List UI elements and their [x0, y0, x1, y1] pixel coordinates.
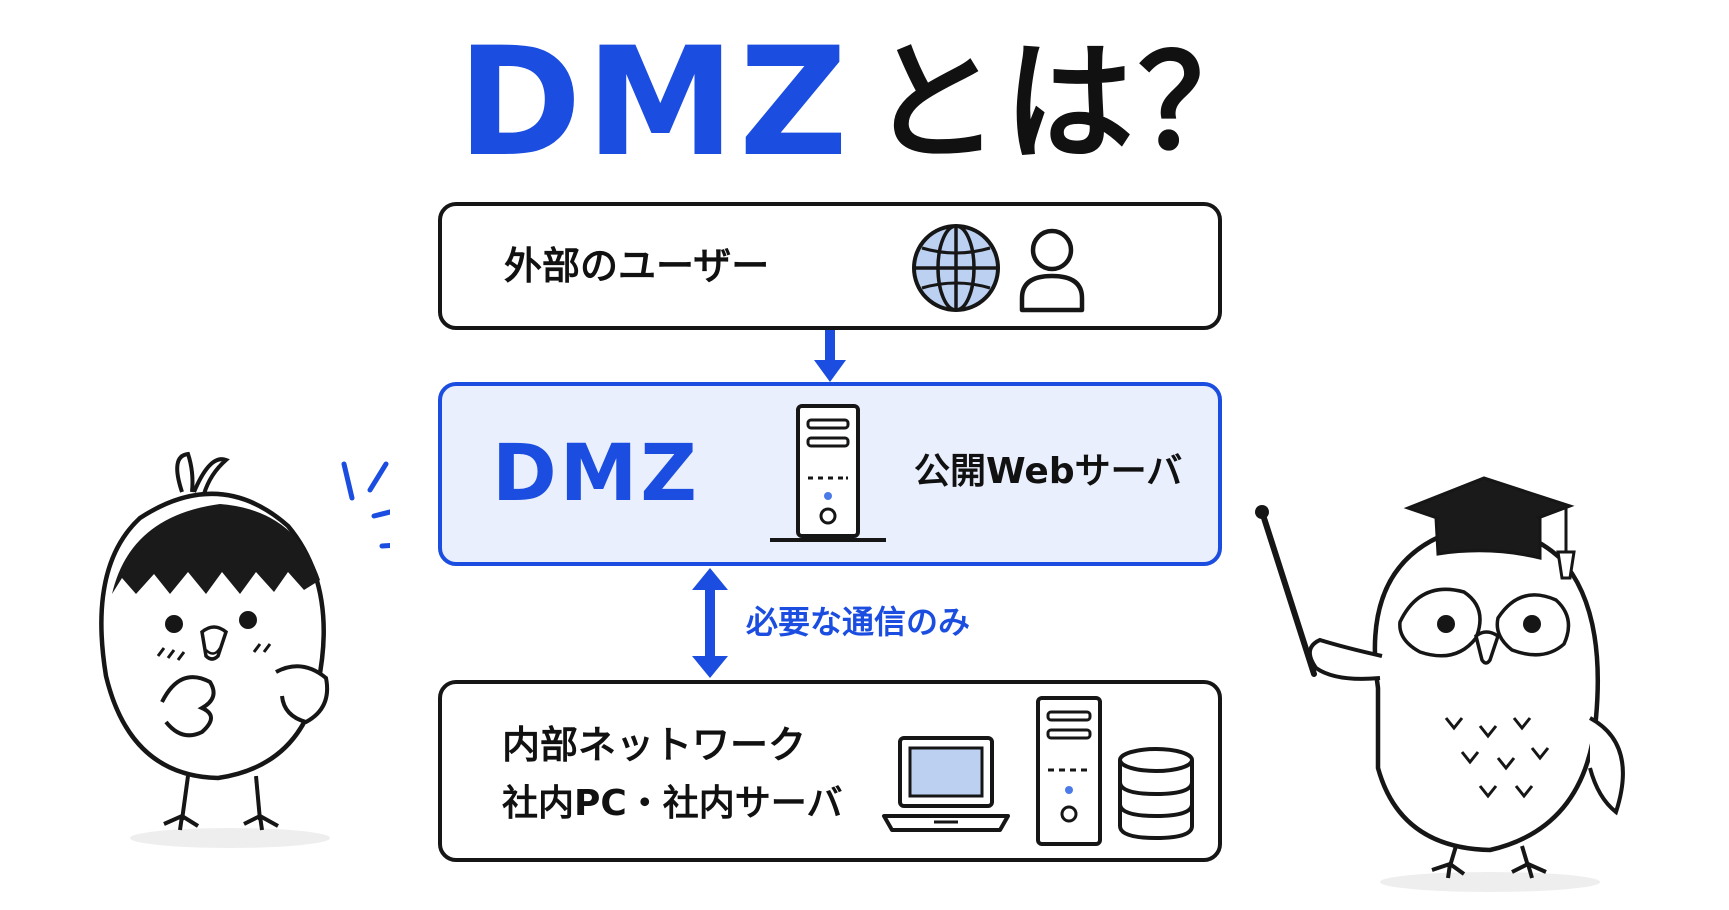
internal-network-label: 内部ネットワーク: [502, 723, 807, 767]
internal-network-box: 内部ネットワーク 社内PC・社内サーバ: [438, 680, 1222, 862]
internal-devices-label: 社内PC・社内サーバ: [502, 783, 843, 824]
dmz-label: DMZ: [492, 429, 700, 519]
dmz-box: DMZ 公開Webサーバ: [438, 382, 1222, 566]
title-question: とは？: [869, 27, 1272, 179]
arrow-down-icon: [814, 330, 846, 382]
laptop-icon: [882, 736, 1010, 832]
external-users-box: 外部のユーザー: [438, 202, 1222, 330]
arrow-bidirectional-icon: [692, 568, 728, 678]
globe-icon: [912, 224, 1000, 312]
web-server-label: 公開Webサーバ: [914, 451, 1183, 492]
owl-teacher-mascot: [1255, 476, 1625, 892]
external-users-label: 外部のユーザー: [504, 244, 770, 288]
server-tower-icon: [1036, 696, 1102, 846]
server-tower-icon: [770, 404, 886, 542]
title-dmz: DMZ: [457, 16, 852, 190]
database-icon: [1118, 747, 1194, 841]
user-icon: [1019, 228, 1085, 313]
communication-label: 必要な通信のみ: [746, 603, 971, 641]
surprised-chick-mascot: [99, 451, 390, 848]
